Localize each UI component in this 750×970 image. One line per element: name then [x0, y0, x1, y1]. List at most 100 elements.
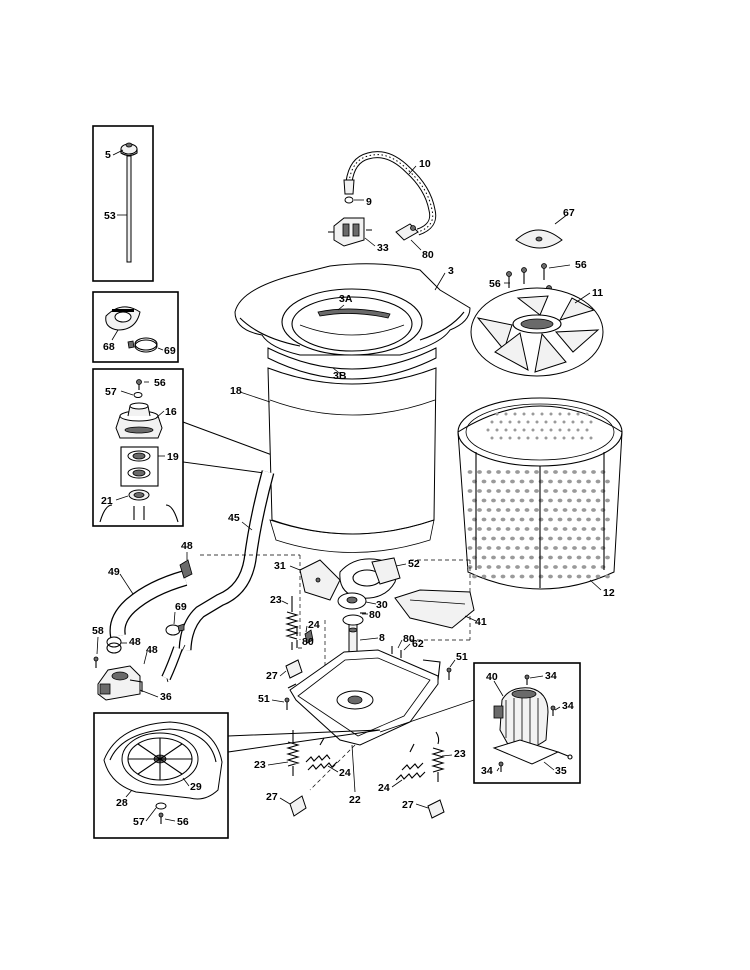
basket-hole — [595, 574, 601, 579]
basket-floor-hole — [517, 436, 521, 440]
basket-hole — [567, 498, 572, 503]
basket-hole — [581, 565, 587, 569]
basket-floor-hole — [580, 420, 584, 424]
label-16: 16 — [165, 406, 177, 418]
basket-hole — [553, 546, 558, 550]
basket-hole — [534, 508, 539, 512]
impeller-cap-icon — [515, 229, 563, 249]
label-23-c: 23 — [454, 748, 466, 760]
basket-hole — [567, 517, 572, 522]
basket-hole — [524, 527, 530, 531]
basket-hole — [472, 574, 477, 579]
basket-hole — [538, 555, 544, 560]
basket-floor-hole — [562, 436, 566, 440]
label-19: 19 — [167, 451, 179, 463]
label-3A: 3A — [339, 293, 353, 305]
basket-floor-hole — [531, 412, 535, 416]
basket-hole — [529, 498, 534, 503]
basket-floor-hole — [571, 436, 575, 440]
basket-hole — [600, 546, 606, 550]
basket-floor-hole — [517, 420, 521, 424]
basket-hole — [534, 470, 539, 474]
pulley-icon-29 — [121, 732, 199, 786]
basket-hole — [481, 574, 487, 579]
basket-hole — [557, 498, 563, 503]
spring-icon-23c — [431, 731, 445, 782]
label-33: 33 — [377, 242, 389, 254]
basket-hole — [572, 508, 577, 512]
transmission-area: 31 52 30 80 41 8 80 62 — [200, 554, 487, 791]
label-18: 18 — [230, 385, 242, 397]
label-80-valve: 80 — [422, 249, 434, 261]
label-56-a: 56 — [575, 259, 587, 271]
basket-hole — [567, 479, 572, 484]
basket-hole — [543, 527, 549, 531]
basket-hole — [477, 565, 482, 569]
basket-hole — [572, 546, 577, 550]
basket-hole — [477, 489, 482, 493]
basket-hole — [595, 555, 601, 560]
basket-floor-hole — [490, 436, 494, 440]
bracket-icon-31 — [299, 559, 341, 601]
basket-floor-hole — [585, 412, 589, 416]
wash-basket: 12 — [457, 397, 623, 599]
basket-hole — [581, 546, 587, 550]
bearing-icon — [127, 450, 151, 479]
basket-floor-hole — [540, 412, 544, 416]
inlet-hose-assembly: 10 9 33 80 — [328, 151, 437, 261]
basket-hole — [572, 470, 577, 474]
bearing-housing-icon — [115, 402, 163, 439]
label-52: 52 — [408, 558, 420, 570]
basket-hole — [515, 546, 520, 550]
basket-hole — [605, 498, 610, 503]
label-48-a: 48 — [181, 540, 193, 552]
basket-hole — [515, 527, 520, 531]
basket-hole — [496, 565, 501, 569]
basket-floor-hole — [513, 428, 517, 432]
base-plate: 51 51 22 — [258, 649, 468, 806]
label-40: 40 — [486, 671, 498, 683]
basket-hole — [591, 546, 596, 550]
tub-cover-assembly: 3 3A 3B — [234, 263, 471, 382]
label-11: 11 — [592, 287, 603, 299]
basket-hole — [591, 489, 596, 493]
basket-hole — [576, 517, 582, 522]
label-30: 30 — [376, 599, 388, 611]
washer-icon — [105, 306, 141, 331]
basket-hole — [538, 517, 544, 522]
label-53: 53 — [104, 210, 116, 222]
basket-hole — [505, 470, 511, 474]
basket-hole — [557, 555, 563, 560]
basket-hole — [515, 470, 520, 474]
label-48-b: 48 — [129, 636, 141, 648]
bracket-icon-52 — [371, 557, 401, 585]
basket-hole — [562, 546, 568, 550]
basket-hole — [591, 527, 596, 531]
basket-hole — [496, 489, 501, 493]
basket-hole — [595, 536, 601, 541]
motor-icon — [493, 687, 549, 750]
basket-hole — [557, 536, 563, 541]
spring-icon-23b — [286, 730, 300, 776]
basket-hole — [576, 574, 582, 579]
basket-hole — [534, 527, 539, 531]
basket-floor-hole — [567, 412, 571, 416]
basket-hole — [605, 536, 610, 541]
basket-hole — [515, 565, 520, 569]
basket-hole — [467, 489, 473, 493]
label-5: 5 — [105, 149, 111, 161]
basket-hole — [534, 489, 539, 493]
basket-hole — [491, 498, 496, 503]
outer-tub: 18 — [230, 367, 437, 553]
basket-hole — [586, 498, 591, 503]
basket-hole — [510, 536, 515, 541]
basket-hole — [562, 565, 568, 569]
basket-hole — [529, 479, 534, 484]
screw-icon-51a — [446, 667, 452, 680]
label-10: 10 — [419, 158, 431, 170]
label-68: 68 — [103, 341, 115, 353]
basket-hole — [519, 555, 525, 560]
label-31: 31 — [274, 560, 286, 572]
basket-hole — [591, 470, 596, 474]
inset-hose-cap: 5 53 — [92, 125, 154, 282]
